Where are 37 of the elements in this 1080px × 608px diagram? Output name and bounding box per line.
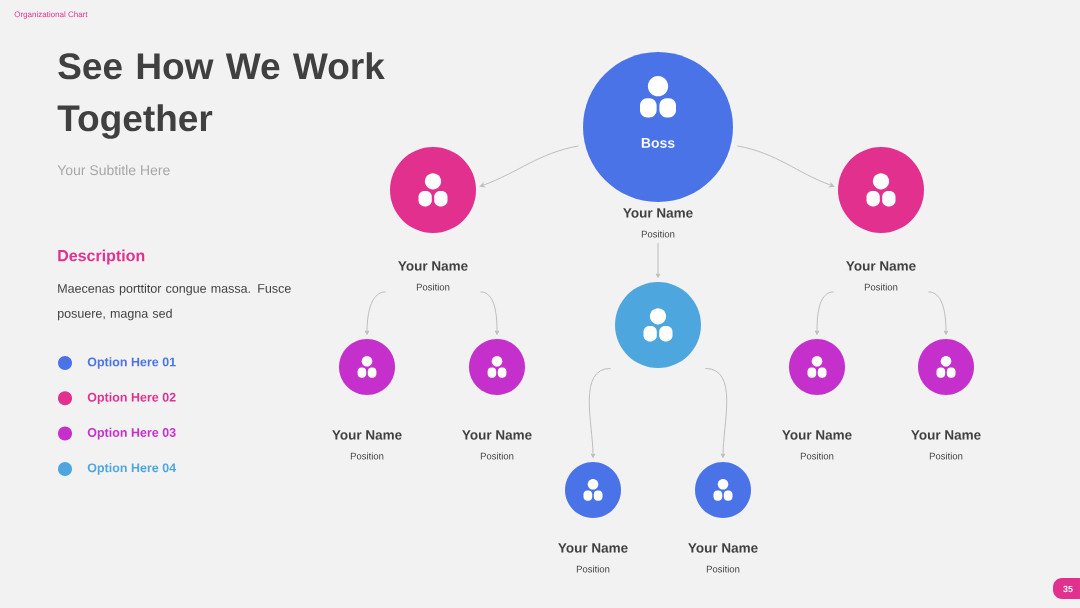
name-text: Your Name [462,430,532,440]
position-text: Position [350,452,384,460]
name-text: Your Name [398,261,468,271]
position-text: Position [864,283,898,291]
legend-text: Option Here 02 [87,392,176,405]
arrow [479,291,500,335]
arrow [927,291,949,335]
description-text: Maecenas porttitor congue massa. Fusce posuere, magna sed [58,283,291,321]
name-text: Your Name [558,543,628,553]
name-text: Your Name [623,208,693,218]
name-text: Your Name [688,543,758,553]
arrow [479,145,580,188]
name-text: Your Name [782,430,852,440]
arrow [588,367,612,458]
legend-text: Option Here 03 [87,427,176,440]
position-text: Position [480,452,514,460]
position-text: Position [576,565,610,573]
description-heading: Description [58,249,145,265]
name-text: Your Name [332,430,402,440]
position-text: Position [641,230,675,238]
arrow [736,145,835,188]
position-text: Position [800,452,834,460]
legend-text: Option Here 01 [87,357,176,369]
header-label: Organizational Chart [14,11,88,19]
arrow [704,367,728,458]
arrow [655,242,661,278]
circle-label: Boss [641,138,675,148]
arrow [364,291,387,335]
arrow [814,291,835,335]
position-text: Position [706,565,740,573]
legend-text: Option Here 04 [87,463,177,475]
subtitle: Your Subtitle Here [57,164,170,176]
title: See How We Work Together [57,52,385,139]
position-text: Position [416,283,450,291]
position-text: Position [929,452,963,460]
name-text: Your Name [911,430,981,440]
name-text: Your Name [846,261,916,271]
